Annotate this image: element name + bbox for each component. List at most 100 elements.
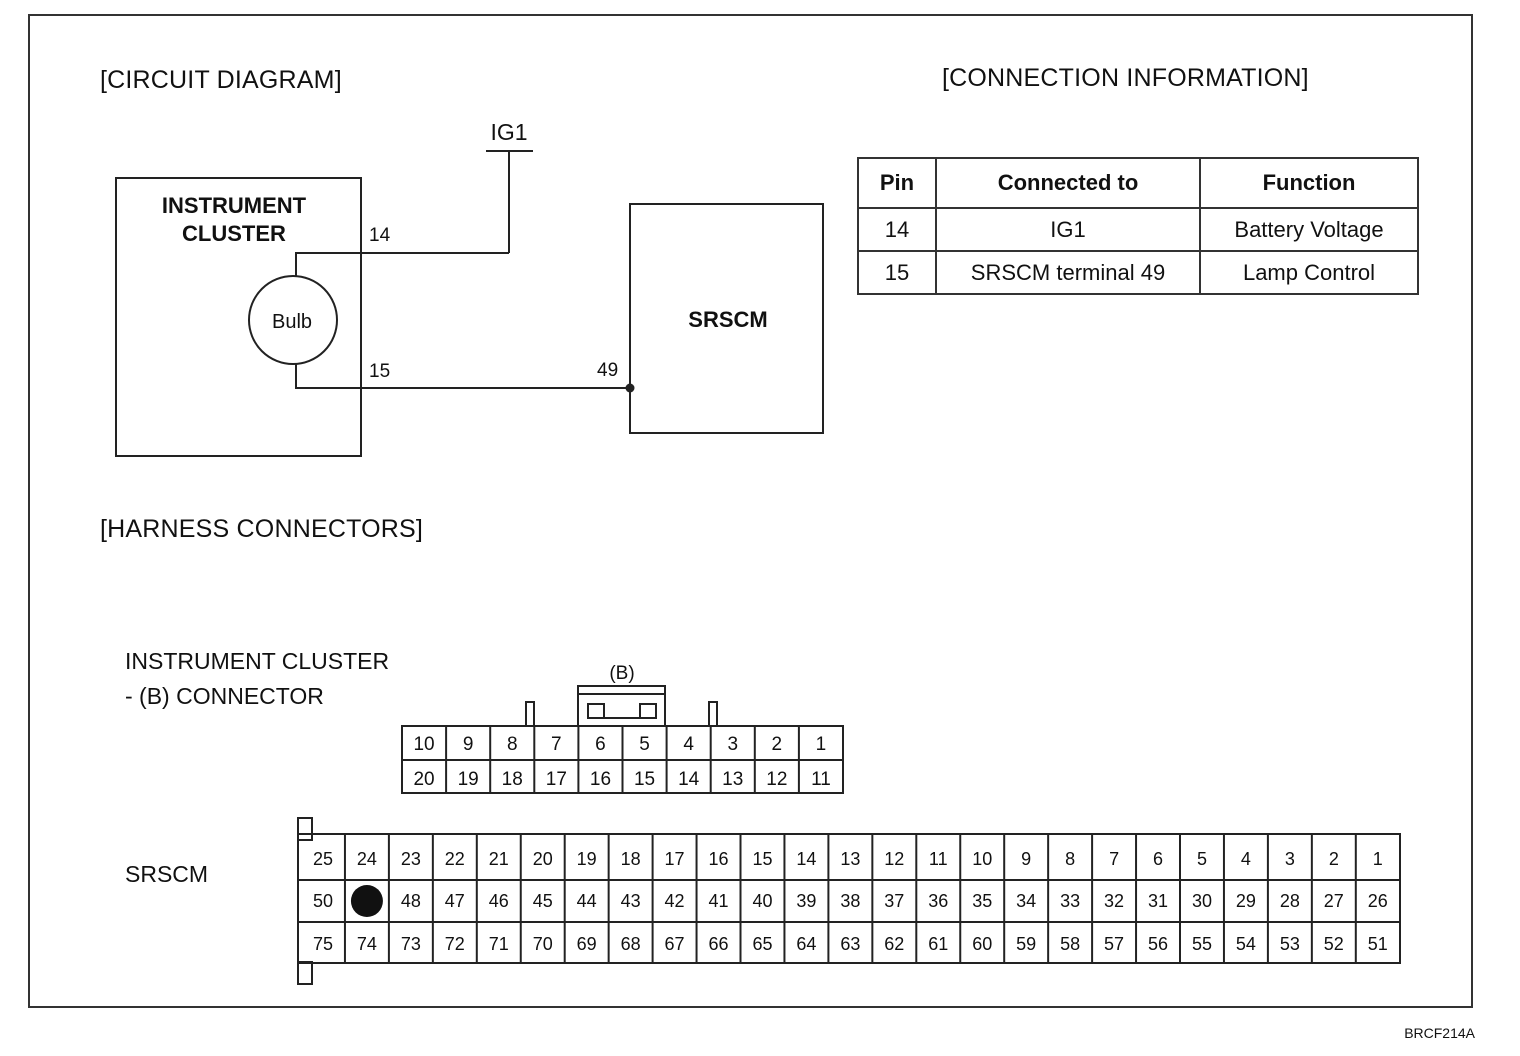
- connection-table-header: Pin Connected to Function: [857, 157, 1419, 209]
- pin-number: 62: [884, 934, 904, 954]
- pin-number: 20: [413, 769, 434, 790]
- pin-number: 12: [884, 849, 904, 869]
- connection-table: Pin Connected to Function 14 IG1 Battery…: [857, 157, 1419, 295]
- pin-number: 7: [551, 734, 562, 755]
- pin-number: 6: [1153, 849, 1163, 869]
- pin15-label: 15: [369, 361, 390, 382]
- pin-number: 28: [1280, 891, 1300, 911]
- pin-number: 55: [1192, 934, 1212, 954]
- pin-number: 12: [766, 769, 787, 790]
- table-cell: 14: [857, 207, 937, 252]
- pin-number: 71: [489, 934, 509, 954]
- pin-number: 72: [445, 934, 465, 954]
- pin-number: 50: [313, 891, 333, 911]
- pin-number: 3: [1285, 849, 1295, 869]
- pin-number: 65: [752, 934, 772, 954]
- pin-number: 44: [577, 891, 597, 911]
- pin-number: 32: [1104, 891, 1124, 911]
- pin-number: 31: [1148, 891, 1168, 911]
- pin-number: 59: [1016, 934, 1036, 954]
- pin-number: 15: [752, 849, 772, 869]
- pin-number: 52: [1324, 934, 1344, 954]
- table-cell: SRSCM terminal 49: [935, 250, 1201, 295]
- header-connected-to: Connected to: [935, 157, 1201, 209]
- pin-number: 73: [401, 934, 421, 954]
- pin-number: 26: [1368, 891, 1388, 911]
- pin15-wire: [295, 364, 630, 389]
- pin-number: 42: [665, 891, 685, 911]
- table-cell: Battery Voltage: [1199, 207, 1419, 252]
- pin-number: 37: [884, 891, 904, 911]
- pin-number: 58: [1060, 934, 1080, 954]
- pin-number: 16: [590, 769, 611, 790]
- pin-number: 13: [722, 769, 743, 790]
- pin-number: 67: [665, 934, 685, 954]
- srscm-connector-tab-bottom: [297, 961, 313, 985]
- pin-number: 51: [1368, 934, 1388, 954]
- pin-number: 13: [840, 849, 860, 869]
- connector-guide-right: [708, 701, 718, 727]
- pin-number: 60: [972, 934, 992, 954]
- pin-number: 69: [577, 934, 597, 954]
- header-pin: Pin: [857, 157, 937, 209]
- pin-number: 36: [928, 891, 948, 911]
- pin-number: 19: [458, 769, 479, 790]
- harness-connectors-title: [HARNESS CONNECTORS]: [100, 515, 424, 543]
- table-row: 14 IG1 Battery Voltage: [857, 207, 1419, 252]
- pin-number: 20: [533, 849, 553, 869]
- pin-number: 1: [816, 734, 827, 755]
- pin14-wire: [295, 252, 509, 276]
- table-row: 15 SRSCM terminal 49 Lamp Control: [857, 250, 1419, 295]
- bulb-icon: [248, 275, 338, 365]
- pin-number: 46: [489, 891, 509, 911]
- srscm-connector-label: SRSCM: [125, 861, 209, 887]
- cluster-label-line2: CLUSTER: [182, 221, 286, 246]
- pin-number: 17: [546, 769, 567, 790]
- pin-number: 11: [929, 849, 948, 869]
- pin-number: 63: [840, 934, 860, 954]
- instrument-cluster-box: [115, 177, 362, 457]
- srscm-box: [629, 203, 824, 434]
- cluster-connector-label-line2: - (B) CONNECTOR: [125, 683, 324, 709]
- connection-information-title: [CONNECTION INFORMATION]: [942, 64, 1309, 92]
- pin-number: 33: [1060, 891, 1080, 911]
- pin-number: 61: [928, 934, 948, 954]
- pin-number: 8: [507, 734, 518, 755]
- pin-number: 45: [533, 891, 553, 911]
- pin-number: 22: [445, 849, 465, 869]
- connector-guide-left: [525, 701, 535, 727]
- bulb-label: Bulb: [272, 311, 312, 333]
- table-cell: Lamp Control: [1199, 250, 1419, 295]
- srscm-connector-tab-top: [297, 817, 313, 841]
- pin-number: 29: [1236, 891, 1256, 911]
- pin-number: 30: [1192, 891, 1212, 911]
- pin14-label: 14: [369, 225, 391, 246]
- pin-number: 14: [796, 849, 816, 869]
- pin-number: 21: [489, 849, 509, 869]
- pin-number: 18: [502, 769, 523, 790]
- pin-number: 68: [621, 934, 641, 954]
- figure-code: BRCF214A: [1404, 1025, 1475, 1041]
- pin-number: 6: [595, 734, 606, 755]
- marked-pin-dot: [350, 885, 383, 917]
- pin-number: 70: [533, 934, 553, 954]
- pin-number: 35: [972, 891, 992, 911]
- cluster-connector-tag: (B): [609, 663, 634, 684]
- pin-number: 4: [1241, 849, 1251, 869]
- pin-number: 38: [840, 891, 860, 911]
- table-cell: IG1: [935, 207, 1201, 252]
- pin-number: 5: [639, 734, 650, 755]
- pin-number: 23: [401, 849, 421, 869]
- table-cell: 15: [857, 250, 937, 295]
- pin-number: 2: [1329, 849, 1339, 869]
- pin-number: 8: [1065, 849, 1075, 869]
- header-function: Function: [1199, 157, 1419, 209]
- pin-number: 74: [357, 934, 377, 954]
- pin-number: 4: [683, 734, 694, 755]
- pin-number: 17: [665, 849, 685, 869]
- pin-number: 7: [1109, 849, 1119, 869]
- ig1-label: IG1: [490, 119, 527, 145]
- pin-number: 9: [463, 734, 474, 755]
